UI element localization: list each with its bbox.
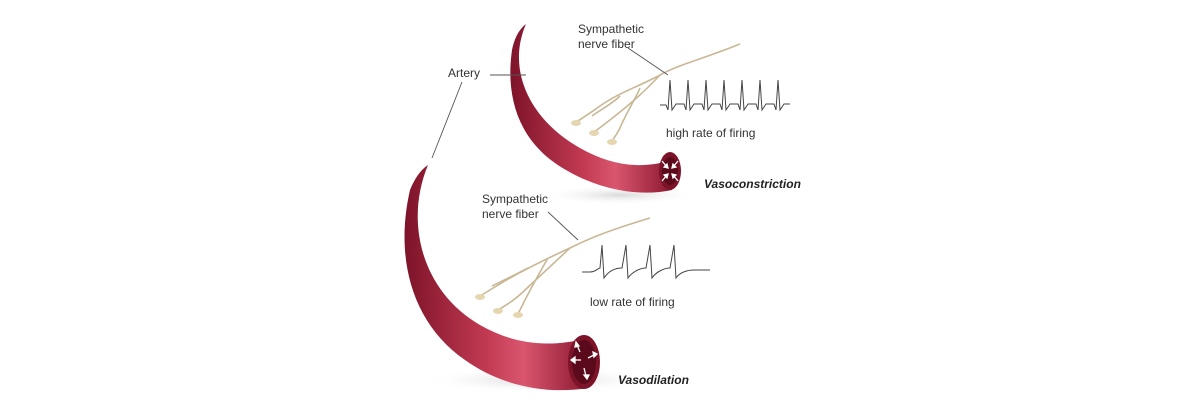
- leader-lines: [431, 47, 669, 241]
- high-rate-label: high rate of firing: [666, 126, 756, 140]
- bottom-artery: [404, 165, 660, 393]
- top-synapses: [571, 120, 617, 145]
- top-artery-lumen: [662, 157, 678, 185]
- dilation-arrows-icon: [569, 340, 599, 381]
- nerve-leader-bottom: [547, 211, 579, 241]
- nerve-leader-top: [627, 47, 669, 76]
- top-artery: [510, 24, 700, 205]
- nerve-fiber-label-bottom: Sympathetic nerve fiber: [482, 192, 549, 221]
- artery-label: Artery: [448, 66, 481, 80]
- bottom-artery-body: [404, 165, 588, 391]
- nerve-fiber-label-top: Sympathetic nerve fiber: [578, 22, 645, 51]
- constriction-arrows-icon: [661, 160, 679, 182]
- bottom-artery-lumen: [572, 340, 596, 384]
- top-nerve-fiber: [575, 43, 741, 142]
- low-rate-label: low rate of firing: [590, 295, 675, 309]
- top-artery-body: [510, 24, 672, 193]
- high-firing-trace: [660, 79, 790, 112]
- bottom-nerve-fiber: [479, 217, 651, 315]
- vasodilation-title: Vasodilation: [618, 373, 689, 387]
- vasoconstriction-title: Vasoconstriction: [704, 177, 801, 191]
- bottom-synapses: [475, 294, 523, 318]
- artery-leader-bottom: [431, 81, 463, 159]
- low-firing-trace: [582, 244, 710, 280]
